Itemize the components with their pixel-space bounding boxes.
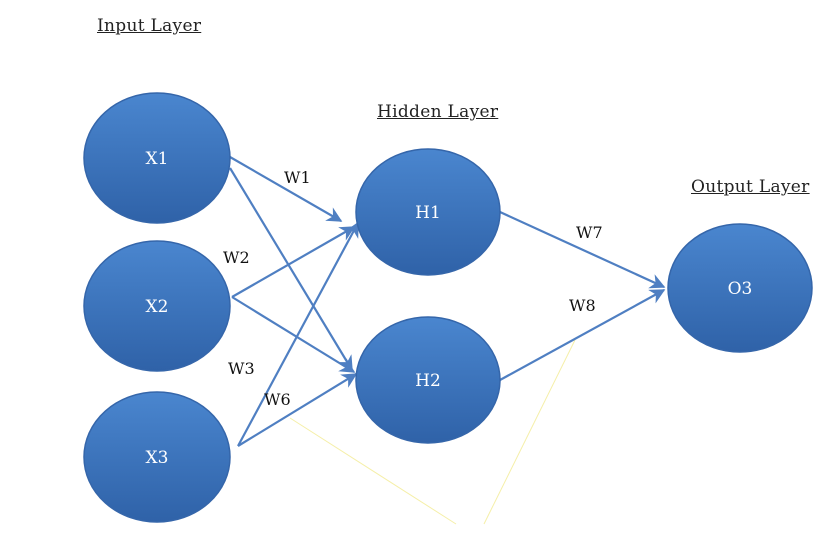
node-x2: X2: [83, 240, 231, 372]
node-h1-label: H1: [415, 203, 441, 223]
node-x1-circle: [83, 92, 231, 224]
node-x2-circle: [83, 240, 231, 372]
weight-w8-label: W8: [569, 296, 596, 315]
weight-w6-label: W6: [264, 390, 291, 409]
node-o3-circle: [667, 223, 813, 353]
node-x2-label: X2: [146, 297, 169, 317]
node-o3-label: O3: [728, 279, 753, 299]
node-h1: H1: [355, 148, 501, 276]
node-x3: X3: [83, 391, 231, 523]
edge-x2-h2: [231, 296, 356, 373]
node-x3-circle: [83, 391, 231, 523]
node-x3-label: X3: [146, 448, 169, 468]
weight-w2-label: W2: [223, 248, 250, 267]
weight-w7-label: W7: [576, 223, 603, 242]
weight-w3-label: W3: [228, 359, 255, 378]
edge-x1-h2: [229, 167, 353, 372]
hidden-layer-title: Hidden Layer: [377, 102, 499, 122]
node-x1: X1: [83, 92, 231, 224]
edges: [229, 156, 666, 447]
node-h2-label: H2: [415, 371, 441, 391]
stray-lines: [289, 339, 576, 525]
edge-h1-o3: [499, 210, 666, 289]
weight-w1-label: W1: [284, 168, 311, 187]
edge-h2-o3: [499, 289, 666, 381]
node-h1-circle: [355, 148, 501, 276]
edge-x3-h1: [237, 221, 359, 447]
stray-line-left: [289, 417, 457, 525]
output-layer-title: Output Layer: [691, 177, 810, 197]
edge-x3-h2: [237, 373, 358, 447]
node-x1-label: X1: [146, 149, 169, 169]
edge-x1-h1: [229, 156, 343, 222]
edge-x2-h1: [231, 226, 356, 298]
stray-line-right: [483, 339, 576, 525]
node-o3: O3: [667, 223, 813, 353]
node-h2: H2: [355, 316, 501, 444]
input-layer-title: Input Layer: [97, 16, 202, 36]
node-h2-circle: [355, 316, 501, 444]
